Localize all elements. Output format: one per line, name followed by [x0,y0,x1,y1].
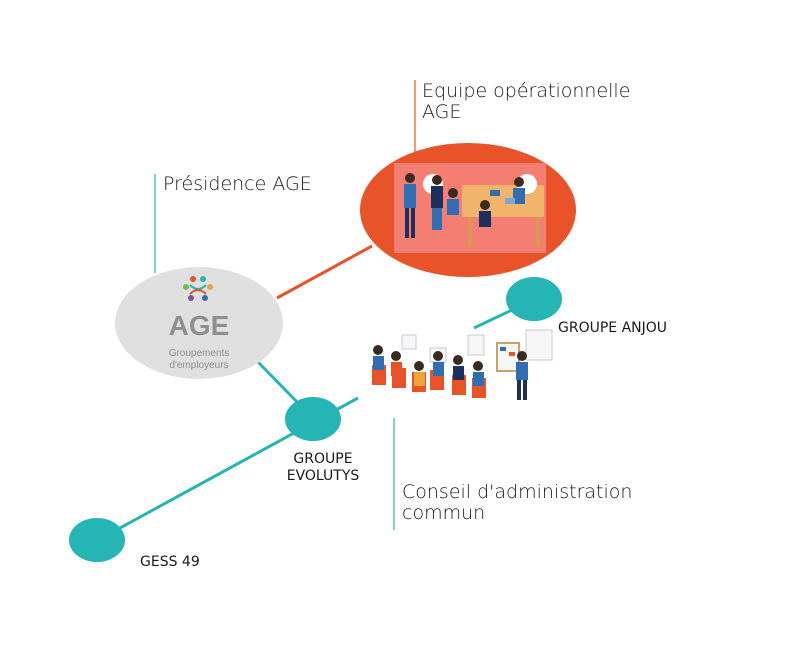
groupe-evolutys-node [285,397,341,441]
operational-team-label: Equipe opérationnelle AGE [422,80,631,123]
board-meeting-illustration [372,329,553,400]
logo-tagline-line1: Groupements [169,348,230,359]
board-label: Conseil d'administration commun [402,481,633,524]
operational-team-node [360,143,576,277]
groupe-evolutys-label: GROUPE EVOLUTYS [286,451,360,484]
groupe-anjou-node [506,277,562,321]
connector-age-operational [276,244,373,300]
gess49-node [69,518,125,562]
logo-tagline-line2: d'employeurs [169,360,228,371]
groupe-anjou-label: GROUPE ANJOU [558,320,668,336]
presidency-label: Présidence AGE [163,173,312,195]
connector-age-evolutys [256,360,302,407]
age-logo-node: AGE Groupements d'employeurs [115,267,283,379]
logo-name: AGE [169,310,230,341]
age-logo-icon [183,276,213,301]
gess49-label: GESS 49 [140,554,200,570]
